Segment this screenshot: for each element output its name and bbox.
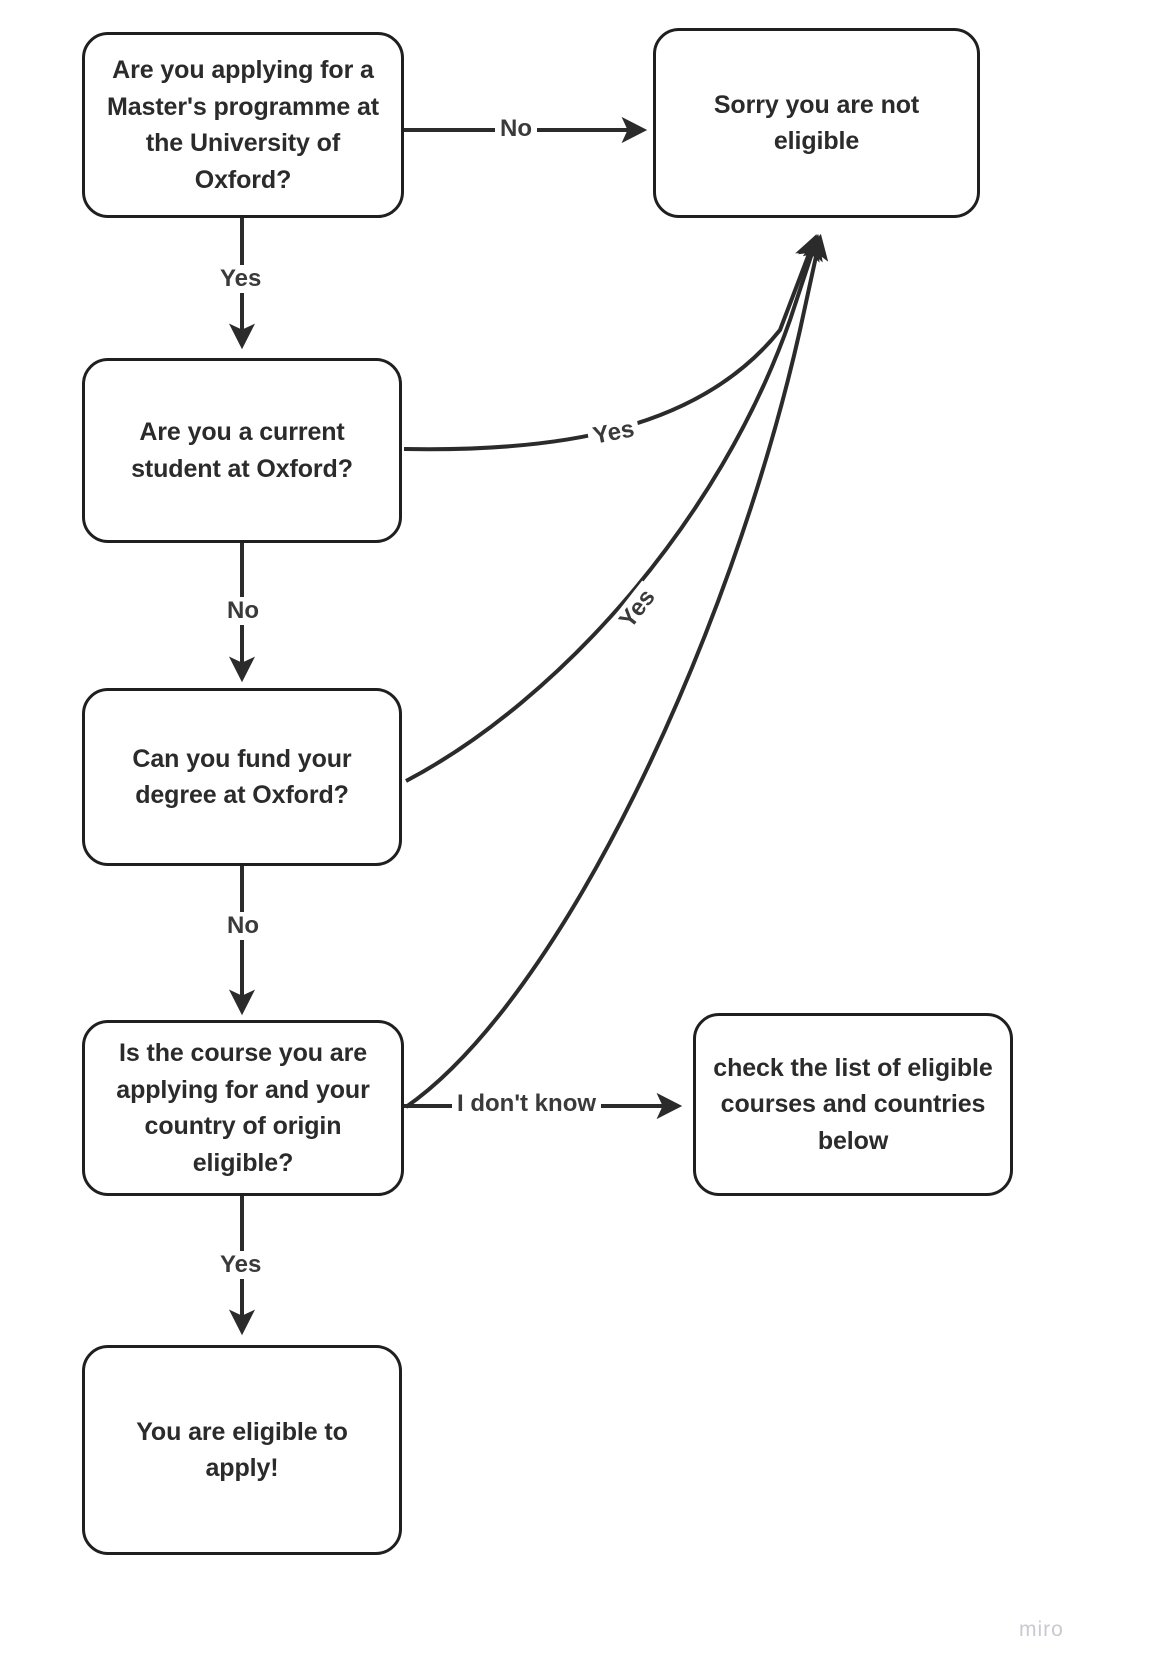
node-question-funding-label: Can you fund your degree at Oxford?	[132, 744, 352, 810]
miro-watermark: miro	[1019, 1618, 1064, 1641]
edge-label-course-country-no	[620, 728, 626, 738]
node-question-course-country[interactable]: Is the course you are applying for and y…	[82, 1020, 404, 1196]
node-question-applying-label: Are you applying for a Master's programm…	[107, 56, 379, 194]
edge-label-fund-yes: Yes	[610, 580, 665, 638]
edge-label-course-country-yes: Yes	[215, 1251, 267, 1279]
edge-course-country-no	[404, 233, 829, 1109]
node-result-not-eligible[interactable]: Sorry you are not eligible	[653, 28, 980, 218]
node-result-eligible-label: You are eligible to apply!	[136, 1417, 348, 1483]
node-result-eligible[interactable]: You are eligible to apply!	[82, 1345, 402, 1555]
node-question-current-student[interactable]: Are you a current student at Oxford?	[82, 358, 402, 543]
edge-label-current-student-yes: Yes	[585, 414, 642, 452]
node-result-not-eligible-label: Sorry you are not eligible	[713, 90, 920, 156]
edge-label-applying-no: No	[495, 115, 537, 143]
node-result-check-list[interactable]: check the list of eligible courses and c…	[693, 1013, 1013, 1196]
edge-label-current-student-no: No	[222, 597, 264, 625]
node-question-current-student-label: Are you a current student at Oxford?	[131, 418, 353, 483]
node-result-check-list-label: check the list of eligible courses and c…	[713, 1053, 993, 1155]
edge-label-course-country-dont-know: I don't know	[452, 1090, 602, 1118]
edge-label-applying-yes: Yes	[215, 265, 267, 293]
edge-label-fund-no: No	[222, 912, 264, 940]
edge-fund-yes	[405, 234, 823, 783]
edge-current-student-yes	[403, 234, 820, 452]
node-question-funding[interactable]: Can you fund your degree at Oxford?	[82, 688, 402, 866]
node-question-applying[interactable]: Are you applying for a Master's programm…	[82, 32, 404, 218]
node-question-course-country-label: Is the course you are applying for and y…	[116, 1039, 370, 1177]
